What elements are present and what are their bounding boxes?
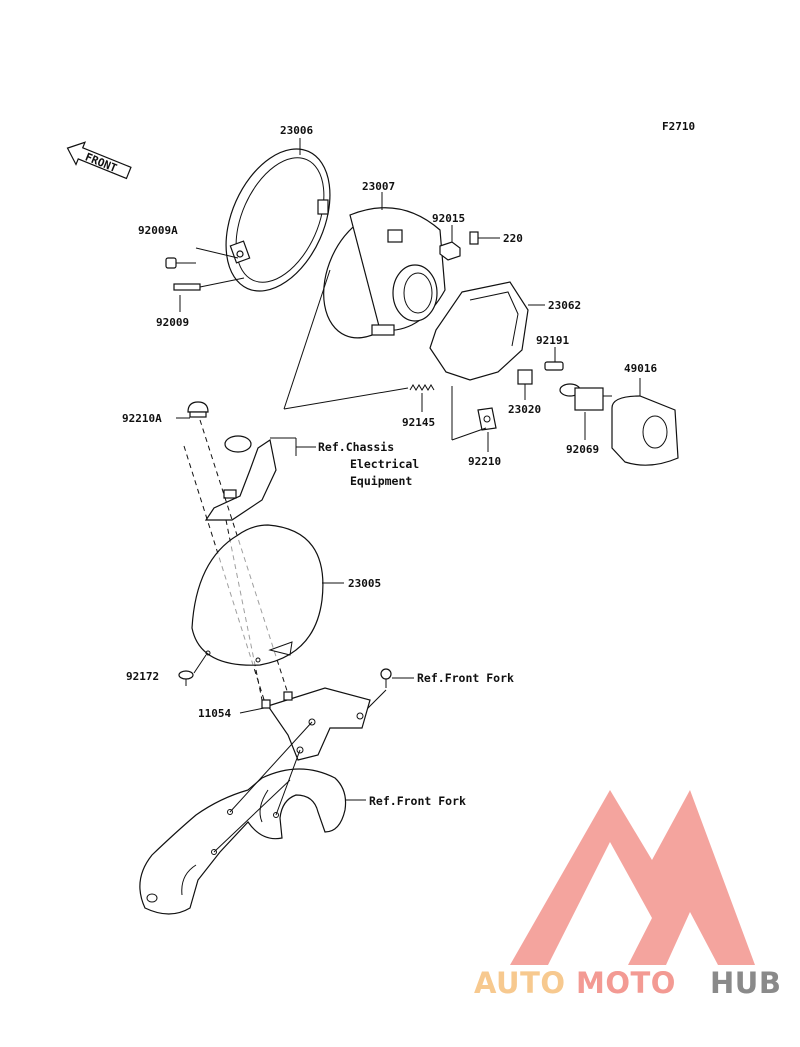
label-92015: 92015 [432,212,465,225]
label-220: 220 [503,232,523,245]
watermark-word-hub: HUB [710,966,781,1000]
part-49016-boot [611,395,679,466]
part-92069-bulb [559,383,612,411]
part-23006-headlight-rim [225,148,331,292]
front-arrow-label: FRONT [83,151,119,176]
part-92210a-cap-nut [187,401,209,418]
label-92009a: 92009A [138,224,178,237]
part-92145-spring [409,384,435,391]
part-23007-headlight-housing [323,207,446,339]
mounting-bracket [204,435,277,521]
watermark-word-moto: MOTO [576,966,676,1000]
label-23062: 23062 [548,299,581,312]
watermark-logo: AUTO MOTO HUB [474,790,781,1000]
figure-code: F2710 [662,120,695,133]
label-92191: 92191 [536,334,569,347]
watermark-triangle [510,790,755,965]
part-23020-socket [517,369,533,385]
part-23062-bracket [429,281,529,381]
label-49016: 49016 [624,362,657,375]
ref-front-fork-2: Ref.Front Fork [369,794,466,808]
label-23005: 23005 [348,577,381,590]
lower-fork-bracket [139,768,347,915]
label-23006: 23006 [280,124,313,137]
label-23007: 23007 [362,180,395,193]
part-23005-headlight-cover [191,524,324,666]
part-92009a-bolt [165,257,196,269]
label-11054: 11054 [198,707,231,720]
part-220-screw [469,231,490,245]
label-23020: 23020 [508,403,541,416]
part-92015-nut [439,241,461,261]
label-92069: 92069 [566,443,599,456]
label-92172: 92172 [126,670,159,683]
part-92210-plate [477,407,497,431]
part-11054-mounting-plate [261,687,371,761]
part-92009-bolt [173,283,201,291]
ref-chassis-line-3: Equipment [350,474,412,488]
ref-chassis-line-1: Ref.Chassis [318,440,394,454]
watermark-word-auto: AUTO [474,966,566,1000]
part-92172-screw [178,670,194,686]
label-92210a: 92210A [122,412,162,425]
part-92191-sleeve [544,361,564,371]
ref-chassis-line-2: Electrical [350,457,419,471]
front-arrow: FRONT [66,141,132,180]
fork-bolt [380,668,392,688]
ref-front-fork-1: Ref.Front Fork [417,671,514,685]
label-92210: 92210 [468,455,501,468]
label-92145: 92145 [402,416,435,429]
label-92009: 92009 [156,316,189,329]
